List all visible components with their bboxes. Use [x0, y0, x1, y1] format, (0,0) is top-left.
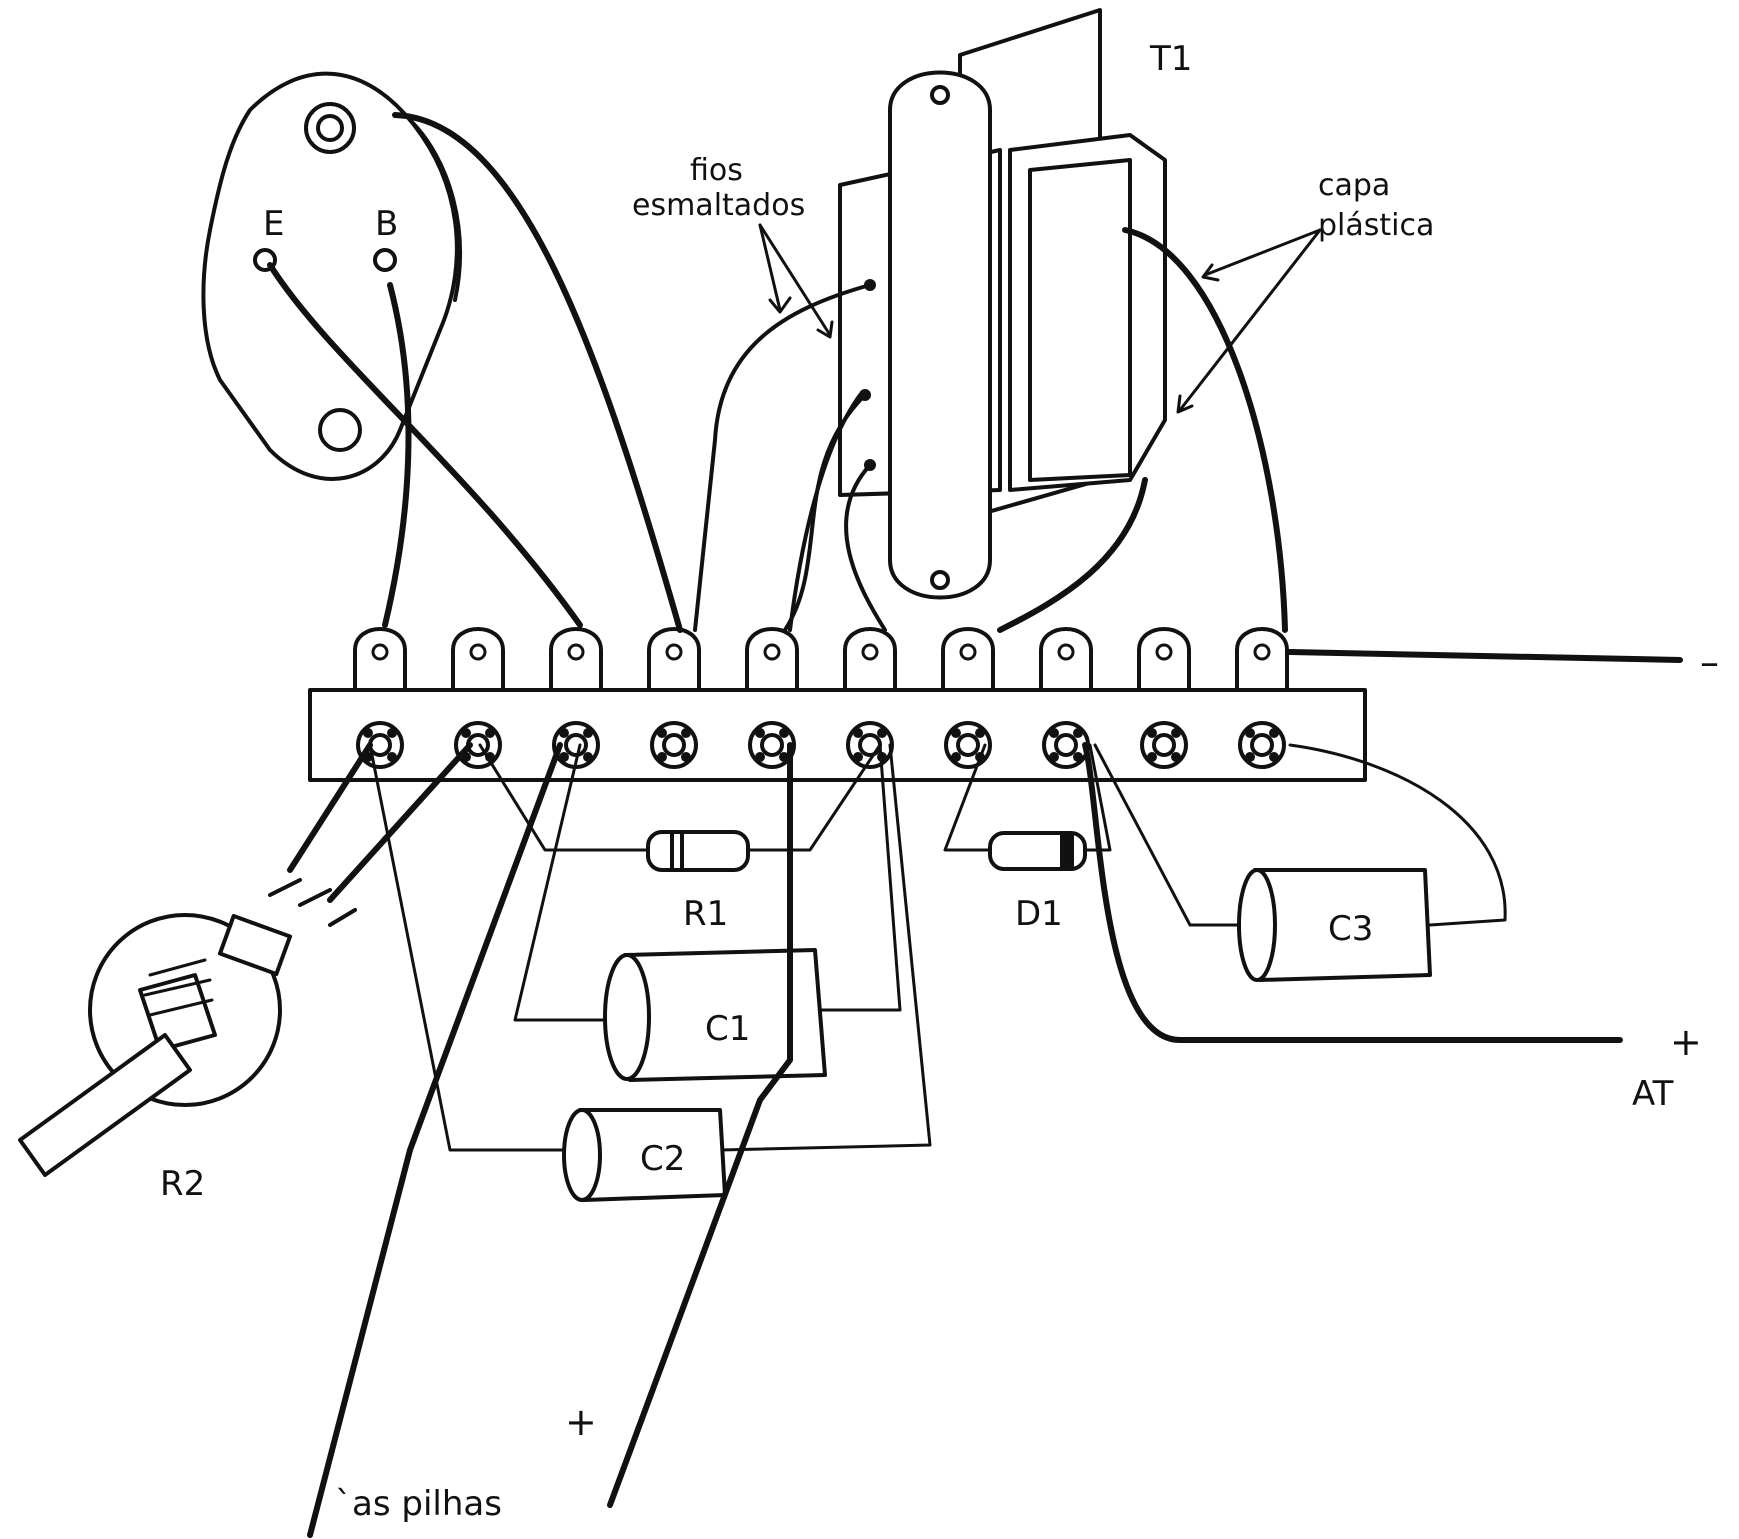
base-pin: [373, 248, 397, 272]
label-at: AT: [1632, 1074, 1674, 1114]
transformer-t1: [838, 8, 1167, 600]
label-minus: –: [1700, 640, 1719, 684]
label-r2: R2: [160, 1164, 205, 1204]
label-d1: D1: [1015, 894, 1063, 934]
transformer-wires: [693, 227, 1288, 633]
annotation-arrows: [758, 223, 1322, 414]
label-fios: fios: [690, 153, 743, 188]
label-c3: C3: [1328, 909, 1373, 949]
emitter-pin: [253, 248, 277, 272]
label-c1: C1: [705, 1009, 750, 1049]
mounting-hole-bottom: [318, 408, 362, 452]
label-plus-bottom: +: [565, 1400, 597, 1444]
terminal-strip: [308, 627, 1367, 782]
potentiometer-r2: [18, 742, 473, 1177]
diode-d1: [943, 743, 1112, 871]
label-base: B: [375, 204, 398, 244]
label-esmaltados: esmaltados: [632, 188, 805, 223]
transistor: [201, 71, 462, 481]
resistor-r1: [478, 743, 882, 872]
label-as-pilhas: `as pilhas: [335, 1484, 502, 1524]
label-t1: T1: [1149, 39, 1192, 79]
label-c2: C2: [640, 1139, 685, 1179]
capacitor-c1: [513, 743, 902, 1082]
capacitor-c2: [368, 743, 932, 1202]
label-capa: capa: [1318, 168, 1390, 203]
capacitor-c3: [1093, 743, 1507, 982]
transistor-wires: [267, 112, 683, 633]
output-wires: [307, 649, 1683, 1538]
label-plus-at: +: [1670, 1020, 1702, 1064]
mounting-hole-top: [304, 102, 356, 154]
label-emitter: E: [263, 204, 284, 244]
label-r1: R1: [683, 894, 728, 934]
label-plastica: plástica: [1318, 208, 1434, 243]
